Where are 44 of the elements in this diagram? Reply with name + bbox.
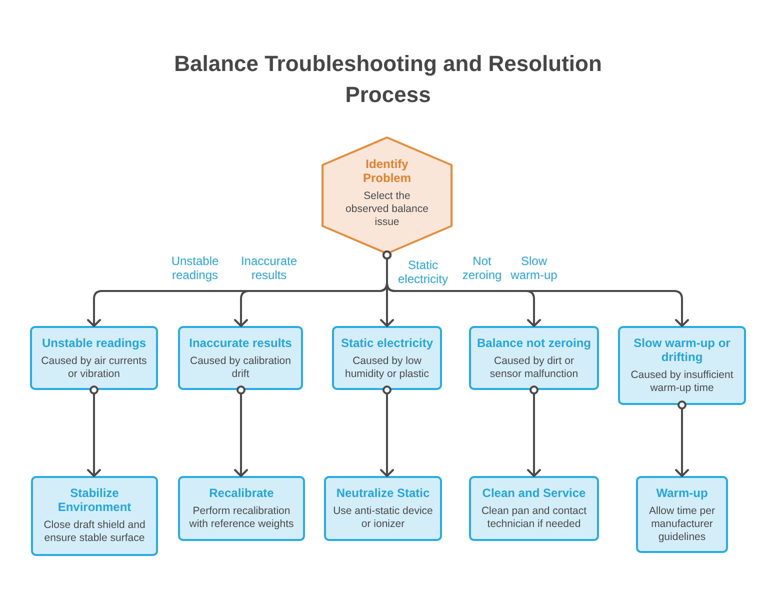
connector-arrow xyxy=(382,250,689,327)
connector-arrow xyxy=(380,386,394,477)
node-description: Perform recalibration with reference weights xyxy=(188,505,295,531)
process-box xyxy=(636,476,728,553)
node-description: Caused by insufficient warm-up time xyxy=(630,369,734,395)
process-box xyxy=(469,326,599,390)
node-description: Clean pan and contact technician if needed xyxy=(480,505,588,531)
node-title: Unstable readings xyxy=(40,336,148,350)
node-title: Stabilize Environment xyxy=(56,486,132,514)
node-description: Close draft shield and ensure stable surface xyxy=(42,519,146,545)
process-box xyxy=(332,326,442,390)
edge-label: Slow warm-up xyxy=(510,254,558,282)
edge-label: Unstable readings xyxy=(170,254,220,282)
edge-label: Static electricity xyxy=(396,258,449,286)
connector-arrow xyxy=(87,386,101,477)
connector-arrow xyxy=(675,400,689,477)
edge-label: Inaccurate results xyxy=(240,254,298,282)
node-title: Warm-up xyxy=(655,486,709,500)
process-box xyxy=(178,476,305,541)
node-title: Inaccurate results xyxy=(188,336,293,350)
process-box xyxy=(30,326,158,390)
node-description: Allow time per manufacturer guidelines xyxy=(648,505,716,544)
node-description: Select the observed balance issue xyxy=(344,190,430,229)
node-title: Balance not zeroing xyxy=(476,336,592,350)
node-description: Caused by low humidity or plastic xyxy=(344,355,430,381)
node-description: Caused by calibration drift xyxy=(189,355,292,381)
node-title: Slow warm-up or drifting xyxy=(632,336,732,364)
connector-arrow xyxy=(527,386,541,477)
edge-label: Not zeroing xyxy=(461,254,503,282)
process-box xyxy=(469,476,599,541)
process-box xyxy=(31,476,158,556)
connector-arrow xyxy=(234,386,248,477)
node-title: Static electricity xyxy=(340,336,434,350)
diagram-title: Balance Troubleshooting and Resolution Process xyxy=(173,50,603,109)
node-description: Use anti-static device or ionizer xyxy=(332,505,434,531)
process-box xyxy=(618,326,746,405)
node-title: Neutralize Static xyxy=(335,486,431,500)
node-title: Clean and Service xyxy=(481,486,587,500)
node-title: Recalibrate xyxy=(208,486,275,500)
process-box xyxy=(324,476,442,541)
node-description: Caused by air currents or vibration xyxy=(40,355,148,381)
node-title: Identify Problem xyxy=(362,157,412,185)
node-description: Caused by dirt or sensor malfunction xyxy=(488,355,580,381)
process-box xyxy=(178,326,303,390)
